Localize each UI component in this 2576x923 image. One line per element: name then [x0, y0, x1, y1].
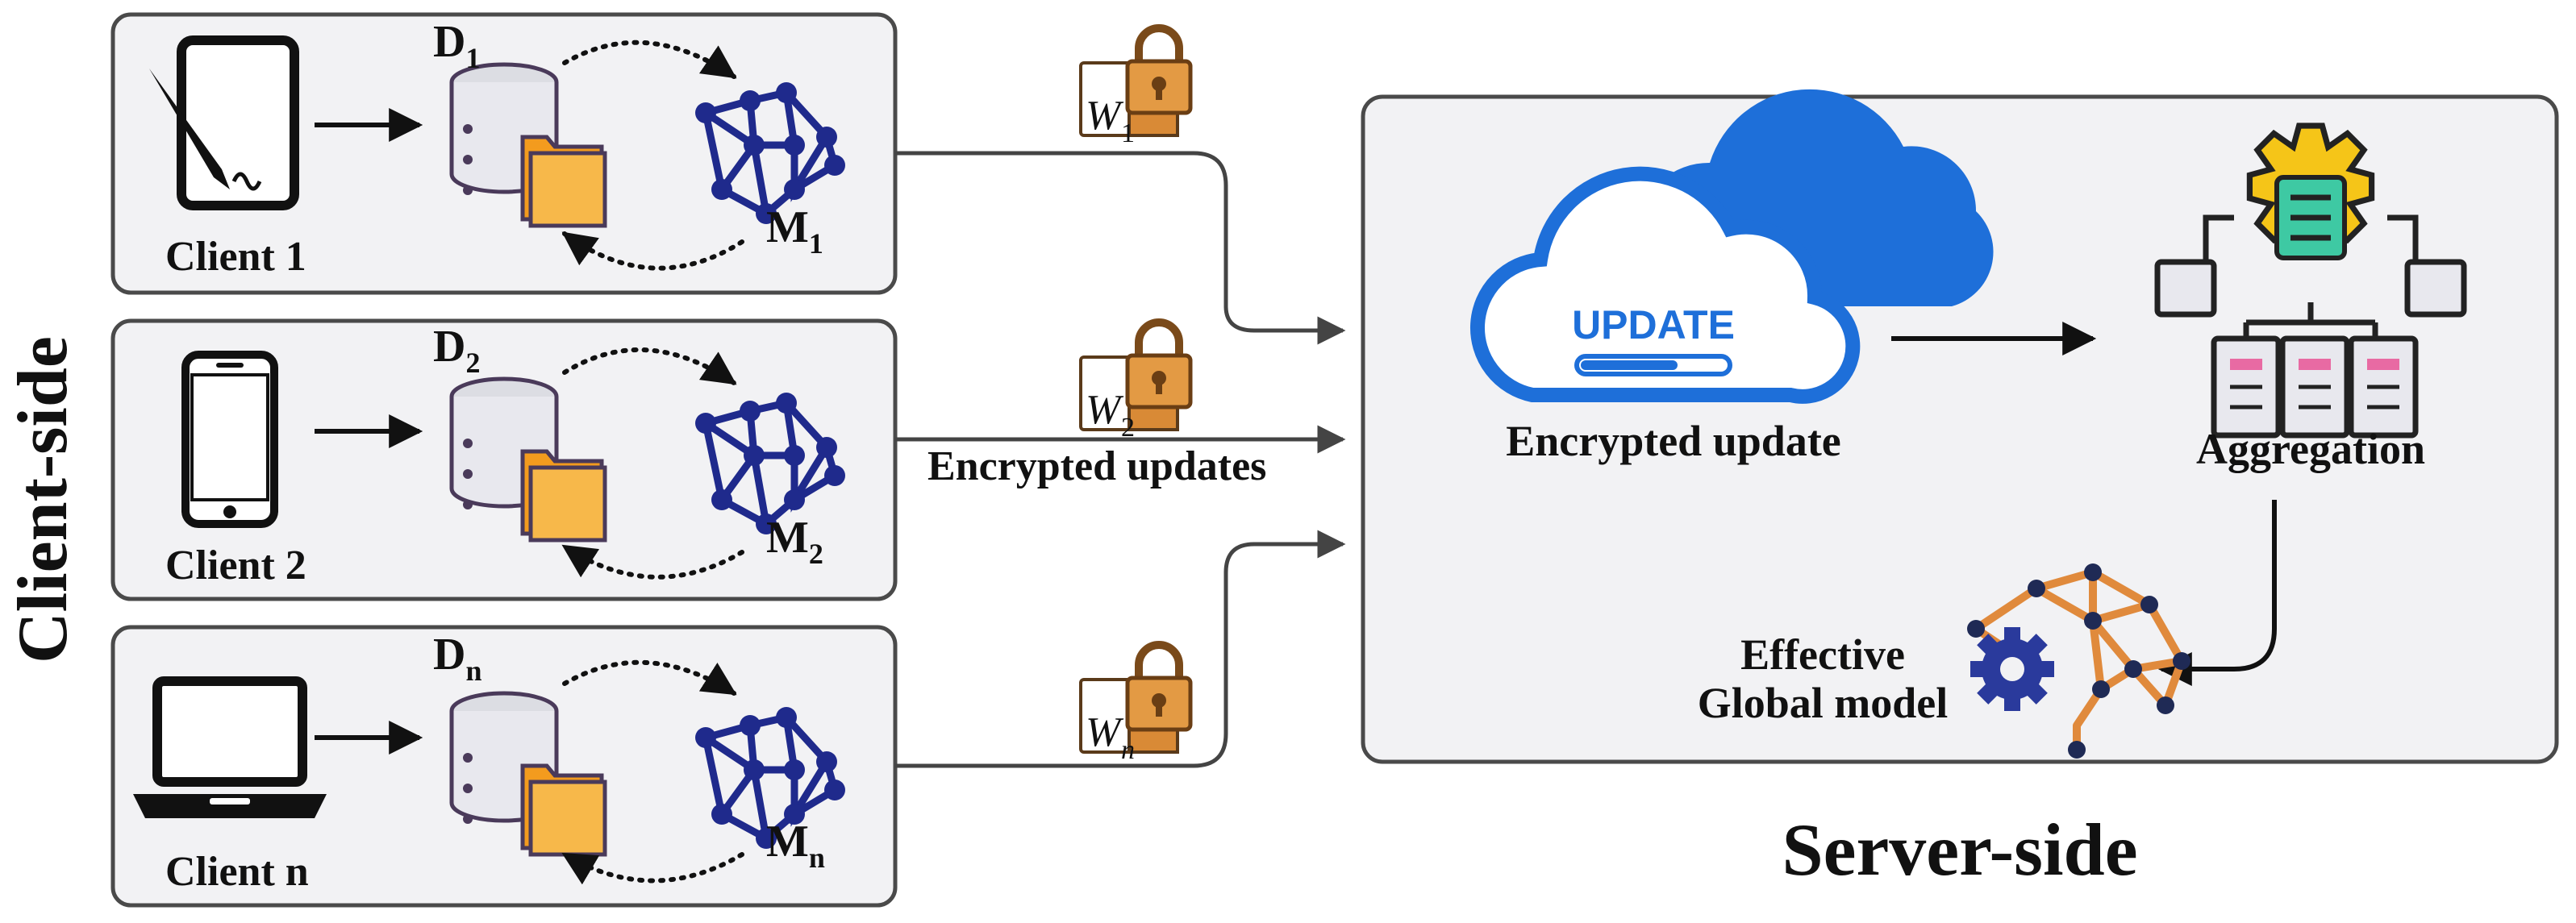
- laptop-icon: [133, 676, 327, 818]
- dataset-label-1: D1: [433, 17, 480, 74]
- model-label-n: Mn: [766, 817, 825, 874]
- global-model-label-line1: Effective: [1740, 630, 1905, 679]
- gear-icon: [1970, 627, 2054, 711]
- server-panel: UPDATE Encrypted update: [1361, 89, 2559, 764]
- svg-text:W: W: [1086, 93, 1124, 139]
- client-panel-1: D1 M1 Client 1: [110, 12, 898, 295]
- server-side-label: Server-side: [1782, 809, 2137, 891]
- svg-text:1: 1: [1121, 118, 1135, 148]
- connector-client-1: [895, 151, 1346, 345]
- encrypted-update-label: Encrypted update: [1506, 417, 1841, 465]
- dataset-label-n: Dn: [433, 630, 481, 687]
- encrypted-weight-n: W n: [1081, 645, 1190, 765]
- dataset-label-2: D2: [433, 322, 480, 379]
- svg-text:2: 2: [1121, 413, 1135, 443]
- cloud-update-icon: UPDATE: [1470, 89, 1994, 404]
- svg-text:n: n: [1121, 735, 1135, 765]
- client-name-1: Client 1: [165, 234, 306, 280]
- client-name-2: Client 2: [165, 543, 306, 588]
- client-panel-2: D2 M2 Client 2: [110, 318, 898, 601]
- aggregation-icon: [2154, 123, 2467, 439]
- smartphone-icon: [181, 351, 278, 528]
- tablet-icon: [149, 35, 299, 210]
- connector-client-n: [895, 530, 1346, 768]
- encrypted-weight-1: W 1: [1081, 28, 1190, 148]
- client-side-label: Client-side: [4, 336, 82, 663]
- svg-text:W: W: [1086, 387, 1124, 433]
- encrypted-weight-2: W 2: [1081, 322, 1190, 443]
- global-model-brain-icon: [1967, 563, 2190, 759]
- encrypted-updates-label: Encrypted updates: [927, 443, 1266, 489]
- model-label-1: M1: [766, 202, 823, 260]
- svg-text:W: W: [1086, 709, 1124, 755]
- model-label-2: M2: [766, 513, 823, 570]
- client-panel-n: Dn Mn Client n: [110, 625, 898, 908]
- update-badge: UPDATE: [1572, 302, 1735, 347]
- aggregation-label: Aggregation: [2196, 425, 2425, 473]
- client-name-n: Client n: [165, 849, 309, 895]
- global-model-label-line2: Global model: [1698, 679, 1949, 727]
